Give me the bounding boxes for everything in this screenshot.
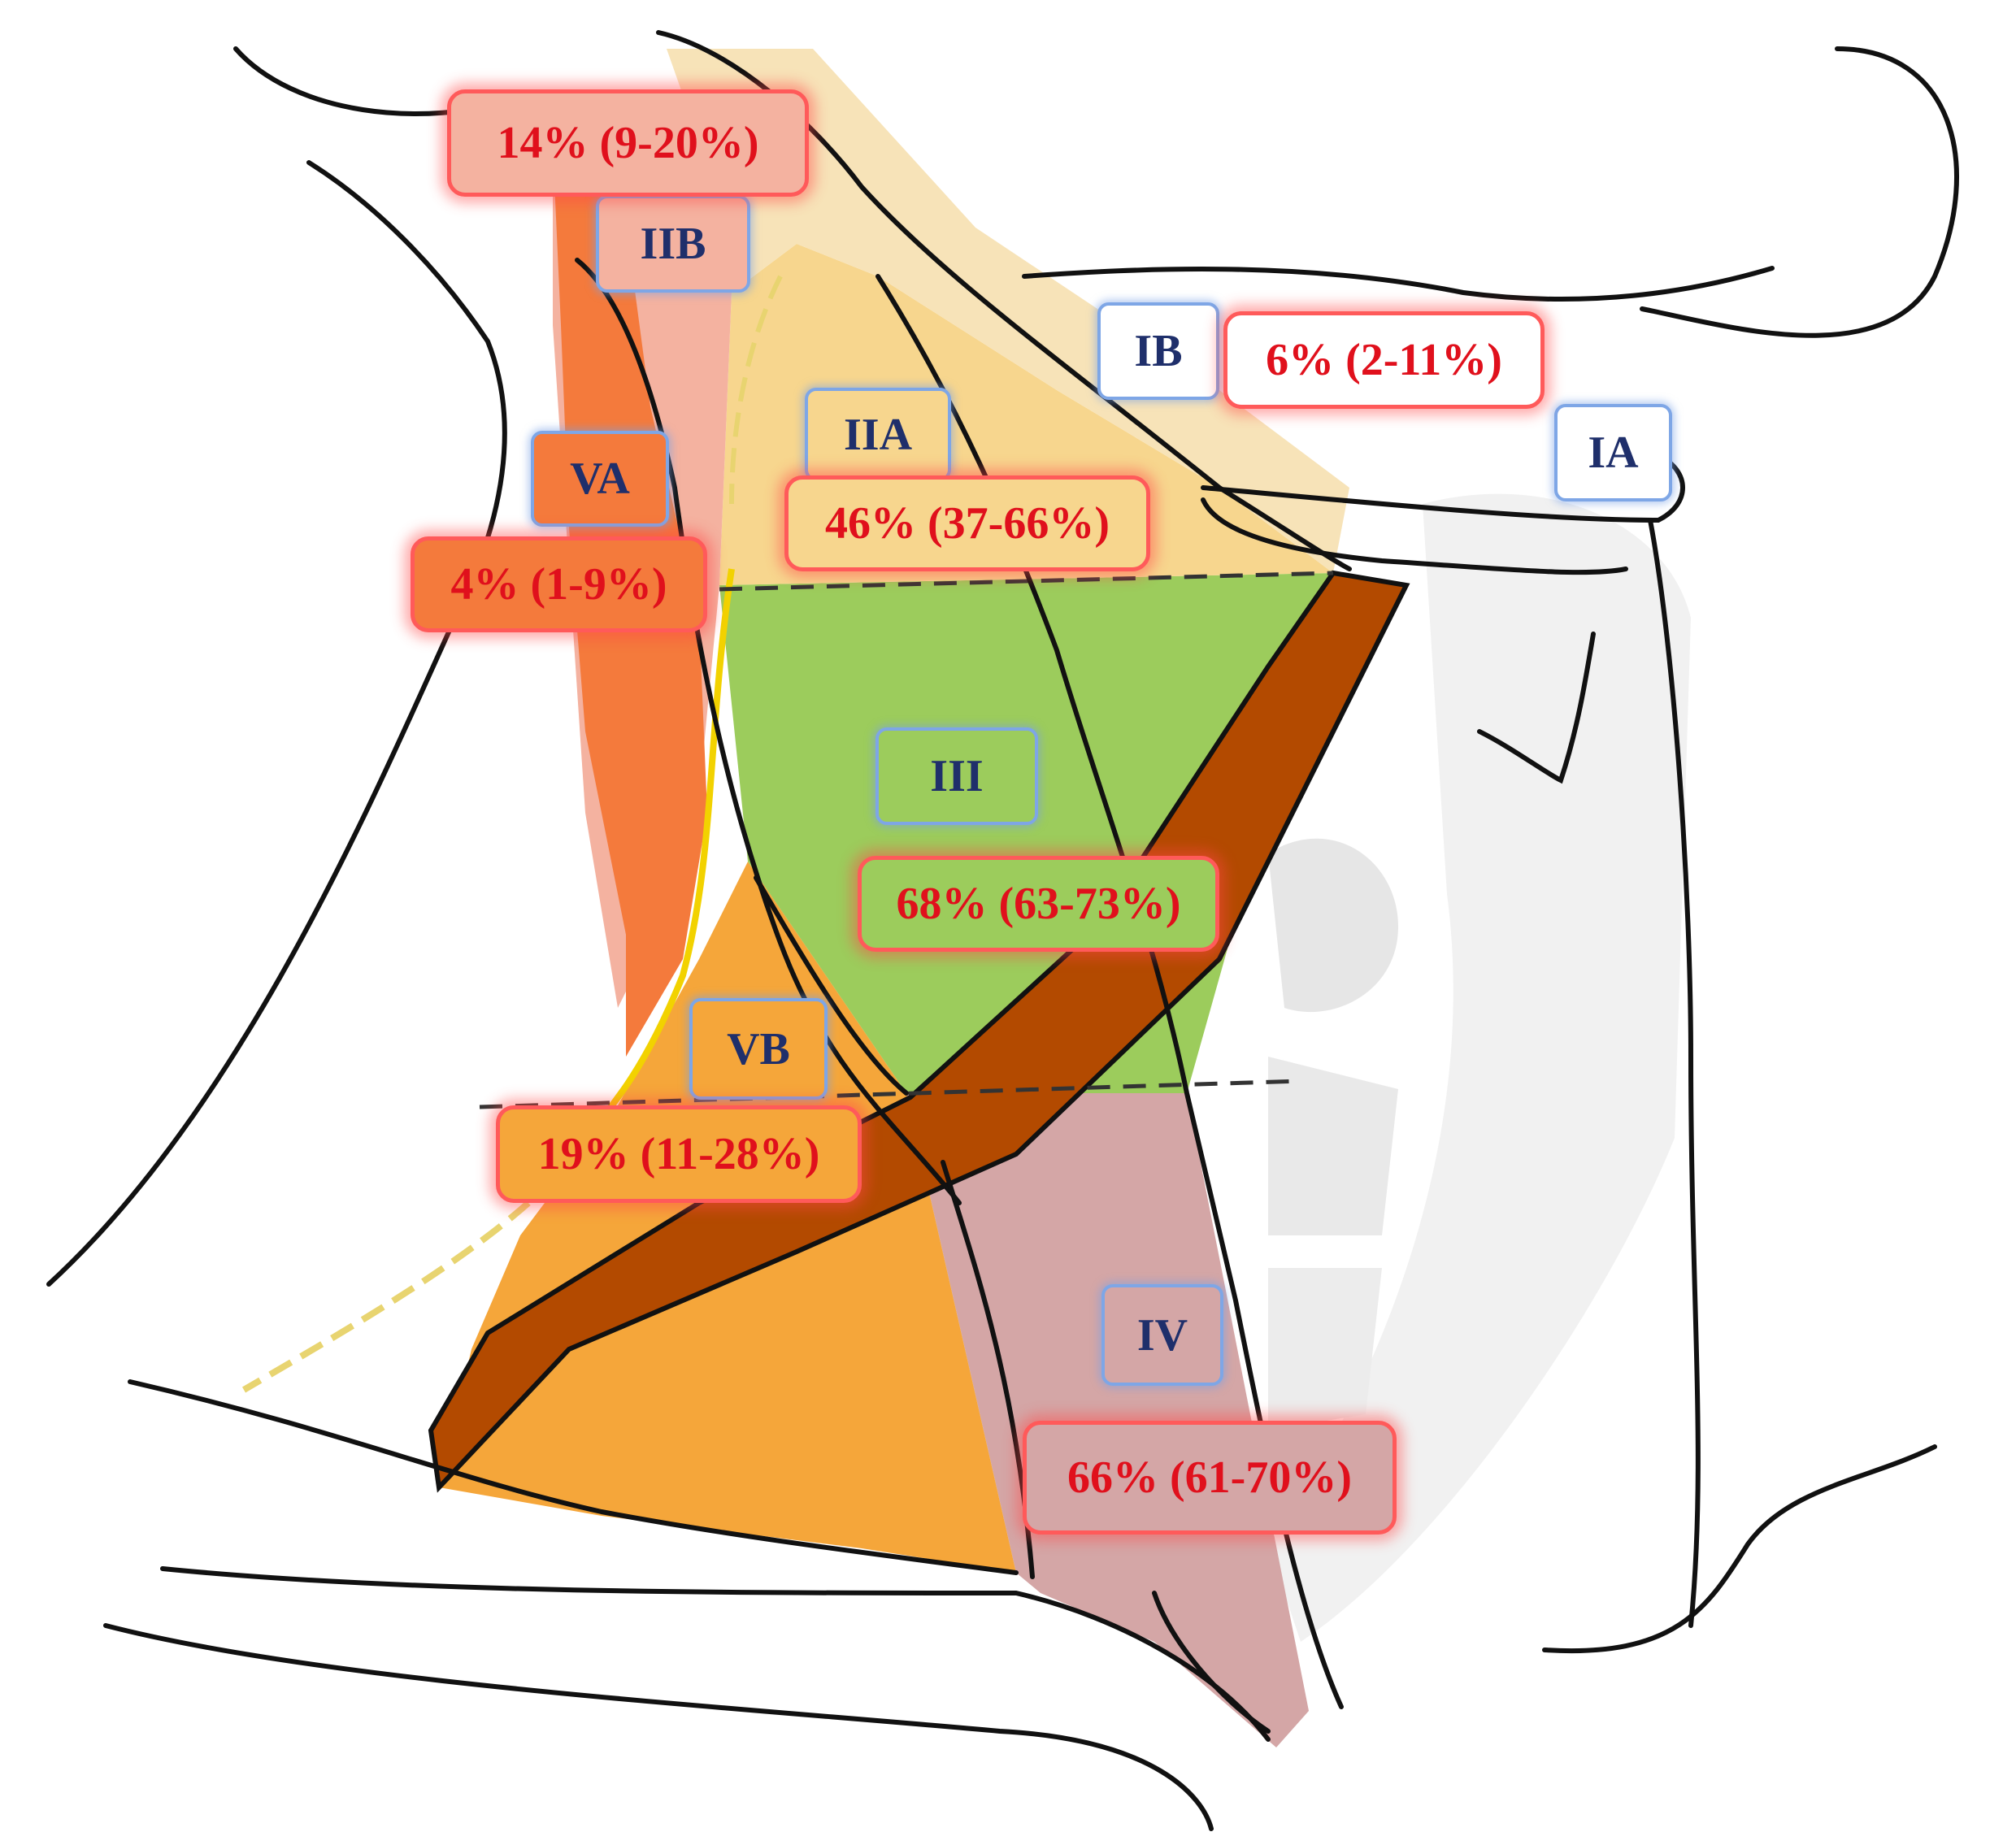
percentage-level-iii: 68% (63-73%) [858, 856, 1219, 952]
sternocleidomastoid-muscle [428, 570, 1410, 1493]
nerve-dashed-upper [729, 275, 783, 505]
boundary-cricoid-dashed [479, 1079, 1301, 1109]
percentage-level-iv: 66% (61-70%) [1023, 1421, 1397, 1535]
percentage-level-vb: 19% (11-28%) [496, 1105, 862, 1203]
label-level-vb: VB [689, 998, 828, 1100]
label-level-ia: IA [1554, 404, 1672, 501]
percentage-level-ib: 6% (2-11%) [1223, 311, 1545, 409]
label-level-ib: IB [1097, 302, 1219, 400]
spinal-accessory-nerve [567, 568, 735, 1157]
region-level-i [667, 49, 1349, 573]
label-level-iv: IV [1101, 1284, 1223, 1386]
percentage-level-iia: 46% (37-66%) [784, 475, 1150, 571]
boundary-hyoid-dashed [719, 571, 1334, 592]
label-level-iia: IIA [805, 388, 951, 481]
label-level-iii: III [875, 727, 1038, 825]
region-level-iv [906, 1093, 1309, 1747]
label-level-va: VA [531, 431, 669, 527]
label-level-iib: IIB [596, 195, 750, 293]
percentage-level-iib: 14% (9-20%) [447, 89, 809, 197]
background-shading [1268, 493, 1691, 1642]
nerve-dashed-lower [241, 1200, 531, 1393]
percentage-level-va: 4% (1-9%) [411, 536, 707, 632]
